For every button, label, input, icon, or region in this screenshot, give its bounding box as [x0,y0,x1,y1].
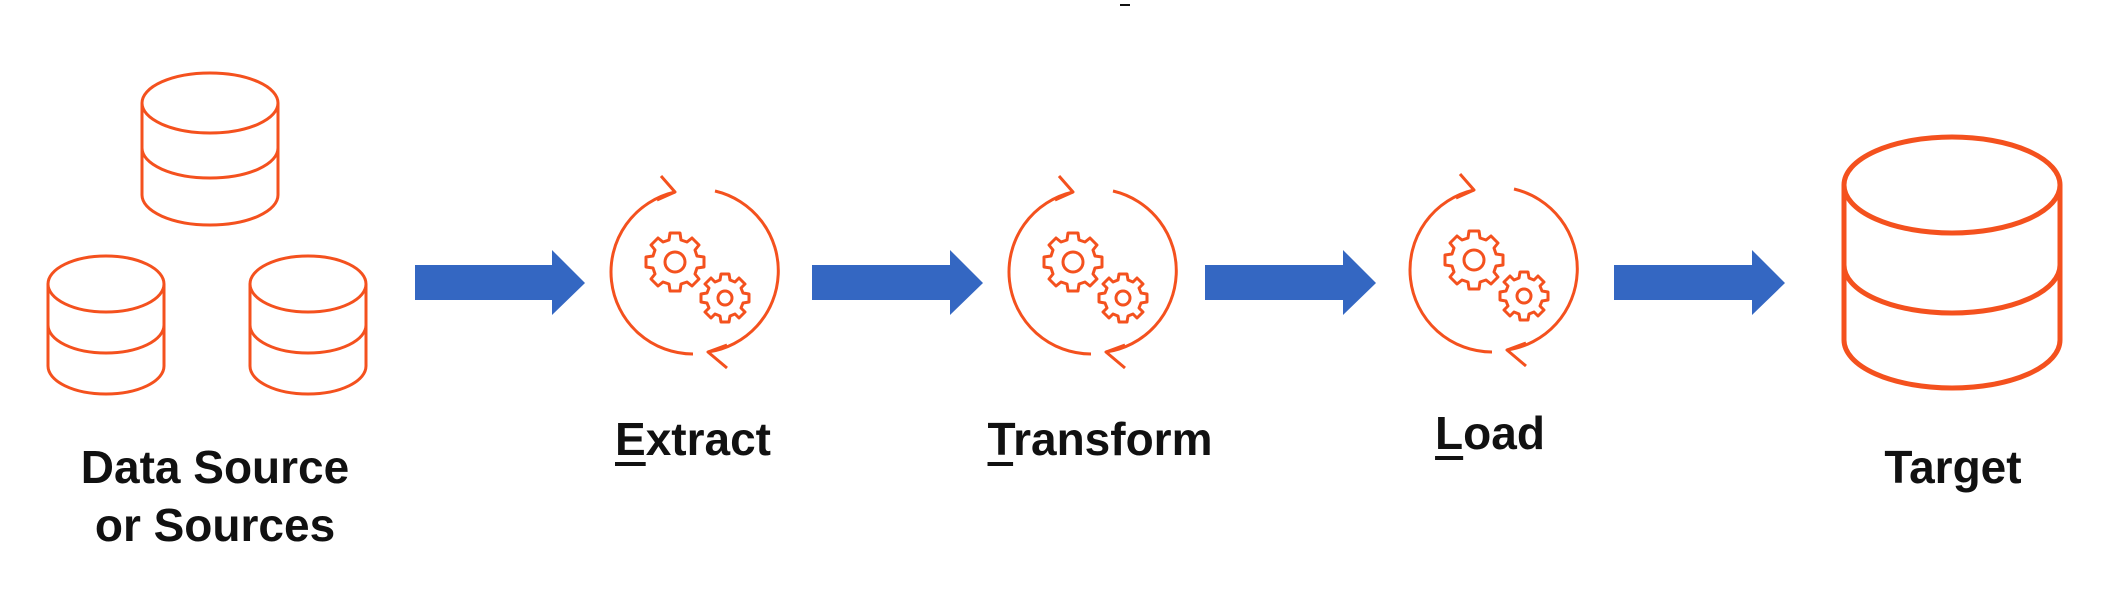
target-label-text: Target [1884,441,2022,493]
load-label-rest: oad [1463,407,1545,459]
load-label: Load [1380,404,1600,462]
target-label: Target [1838,438,2068,496]
transform-label-initial: T [987,413,1014,465]
top-dash-mark [1120,4,1130,6]
extract-label-initial: E [615,413,646,465]
target-database-icon [1841,134,2063,391]
load-gear-cycle-icon [1410,174,1577,366]
source-database-icon-right [248,254,368,396]
extract-label-rest: xtract [645,413,771,465]
data-source-label-line2: or Sources [94,499,336,551]
load-label-initial: L [1435,407,1464,459]
transform-gear-cycle-icon [1009,176,1176,368]
arrow-source-to-extract [415,250,585,315]
arrow-extract-to-transform [812,250,983,315]
source-database-icon-top [140,71,280,227]
data-source-label-line1: Data Source [80,441,350,493]
data-source-label: Data Source or Sources [55,438,375,554]
source-database-icon-left [46,254,166,396]
arrow-transform-to-load [1205,250,1376,315]
extract-label: Extract [563,410,823,468]
transform-label: Transform [950,410,1250,468]
transform-label-rest: ransform [1013,413,1213,465]
arrow-load-to-target [1614,250,1785,315]
extract-gear-cycle-icon [611,176,778,368]
